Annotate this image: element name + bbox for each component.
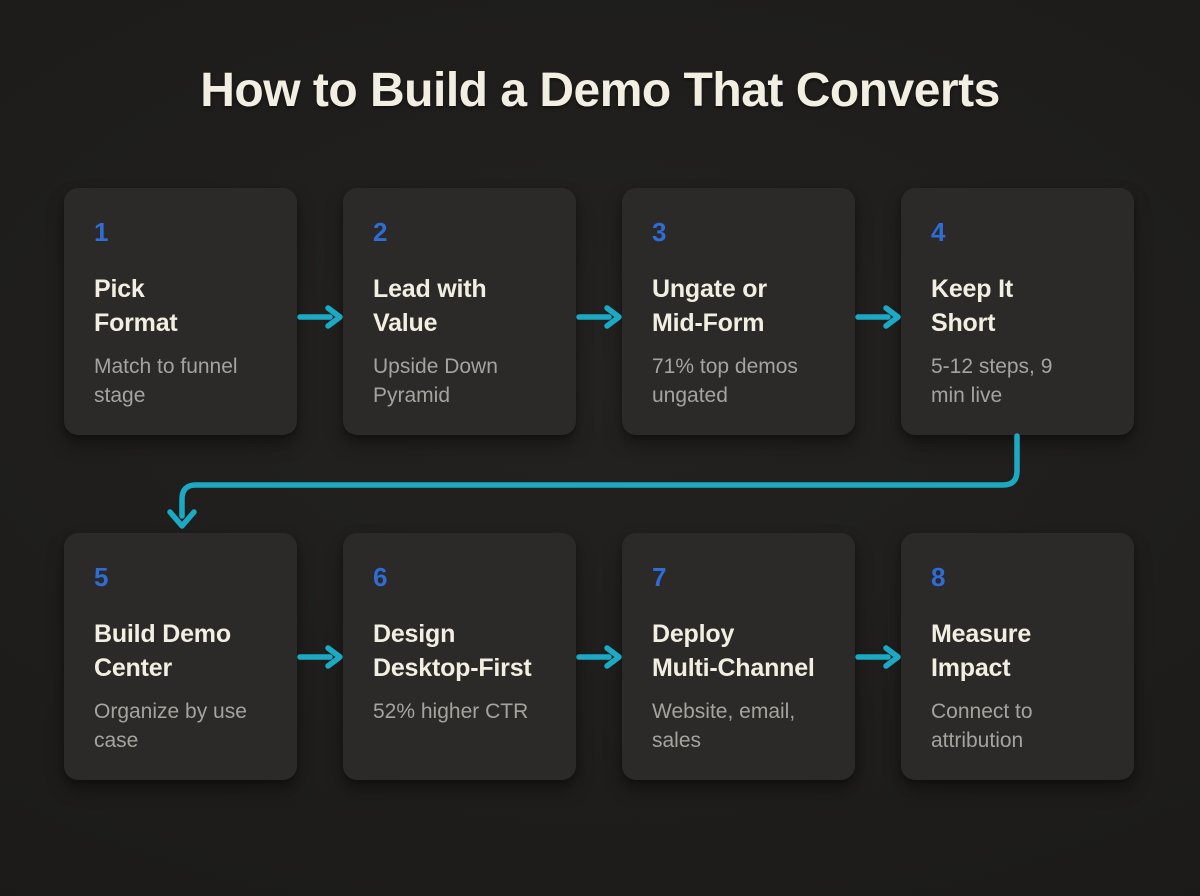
step-title: Build Demo Center: [94, 619, 231, 682]
step-title: Measure Impact: [931, 619, 1032, 682]
step-card-2: 2 Lead with Value Upside Down Pyramid: [343, 188, 576, 435]
step-card-1: 1 Pick Format Match to funnel stage: [64, 188, 297, 435]
step-card-5: 5 Build Demo Center Organize by use case: [64, 533, 297, 780]
step-title: Deploy Multi-Channel: [652, 619, 815, 682]
step-title: Design Desktop-First: [373, 619, 532, 682]
step-number: 2: [373, 217, 388, 247]
step-number: 4: [931, 217, 946, 247]
step-description: Match to funnel stage: [94, 354, 238, 407]
step-number: 7: [652, 562, 667, 592]
step-title: Pick Format: [94, 274, 178, 337]
step-description: Upside Down Pyramid: [373, 354, 498, 407]
step-card-8: 8 Measure Impact Connect to attribution: [901, 533, 1134, 780]
arrow-right-icon: [297, 305, 343, 329]
step-description: Connect to attribution: [931, 699, 1033, 752]
step-number: 1: [94, 217, 109, 247]
arrow-right-icon: [855, 305, 901, 329]
step-card-4: 4 Keep It Short 5-12 steps, 9 min live: [901, 188, 1134, 435]
step-description: 5-12 steps, 9 min live: [931, 354, 1053, 407]
arrow-right-icon: [855, 645, 901, 669]
step-card-3: 3 Ungate or Mid-Form 71% top demos ungat…: [622, 188, 855, 435]
step-card-6: 6 Design Desktop-First 52% higher CTR: [343, 533, 576, 780]
step-description: 52% higher CTR: [373, 699, 529, 723]
arrow-right-icon: [576, 305, 622, 329]
step-title: Ungate or Mid-Form: [652, 274, 767, 337]
arrow-right-icon: [576, 645, 622, 669]
elbow-down-arrow-icon: [167, 433, 1020, 529]
step-number: 8: [931, 562, 946, 592]
step-description: Organize by use case: [94, 699, 247, 752]
step-description: Website, email, sales: [652, 699, 796, 752]
step-number: 6: [373, 562, 388, 592]
step-title: Lead with Value: [373, 274, 487, 337]
step-card-7: 7 Deploy Multi-Channel Website, email, s…: [622, 533, 855, 780]
step-number: 3: [652, 217, 667, 247]
page-title: How to Build a Demo That Converts: [200, 64, 1000, 117]
step-title: Keep It Short: [931, 274, 1013, 337]
step-number: 5: [94, 562, 109, 592]
step-description: 71% top demos ungated: [652, 354, 798, 407]
arrow-right-icon: [297, 645, 343, 669]
